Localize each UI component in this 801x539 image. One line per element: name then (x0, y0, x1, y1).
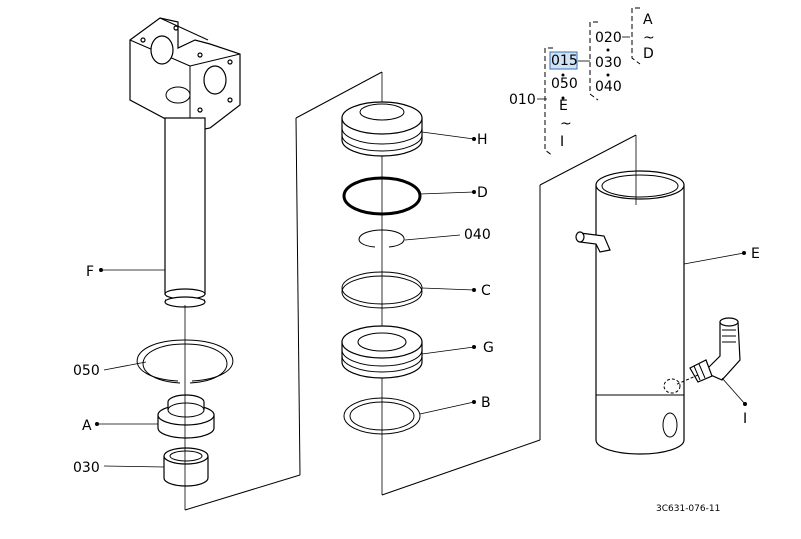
label-B: B (481, 395, 491, 411)
bushing-A (157, 394, 215, 439)
cylinder-tube-E (575, 170, 685, 455)
label-H: H (477, 132, 488, 148)
drawing-number: 3C631-076-11 (656, 504, 720, 514)
tree-root-010: 010 (509, 92, 536, 108)
label-E: E (751, 246, 760, 262)
tree-item-D: D (643, 46, 654, 62)
label-D: D (477, 185, 488, 201)
rod-clevis (129, 17, 241, 133)
tree-item-040: 040 (595, 79, 622, 95)
o-ring-D (342, 176, 422, 216)
tree-item-tilde-2: ~ (643, 30, 655, 46)
label-030: 030 (73, 460, 100, 476)
label-I: I (743, 411, 747, 427)
label-F: F (86, 264, 94, 280)
piston-rod (164, 117, 206, 308)
piston-G (341, 325, 423, 379)
tree-item-tilde-1: ~ (560, 116, 572, 132)
label-A: A (82, 418, 92, 434)
tree-item-050: 050 (551, 76, 578, 92)
backup-ring-040 (358, 229, 405, 248)
label-G: G (483, 340, 494, 356)
label-C: C (481, 283, 491, 299)
assembly-tree: 010 015 050 E ~ I 020 030 040 A ~ D (509, 7, 655, 157)
seal-B (343, 397, 421, 435)
tree-item-A: A (643, 12, 653, 28)
tree-item-015-highlight[interactable] (549, 51, 578, 70)
rod-guide-H (341, 101, 423, 157)
tree-item-I: I (560, 134, 564, 150)
collar-030 (163, 447, 209, 487)
tree-item-030: 030 (595, 55, 622, 71)
tree-item-020: 020 (595, 30, 622, 46)
elbow-fitting-I (674, 317, 741, 386)
tree-item-015[interactable]: 015 (551, 53, 578, 69)
label-040: 040 (464, 227, 491, 243)
tree-item-E: E (559, 98, 568, 114)
label-050: 050 (73, 363, 100, 379)
